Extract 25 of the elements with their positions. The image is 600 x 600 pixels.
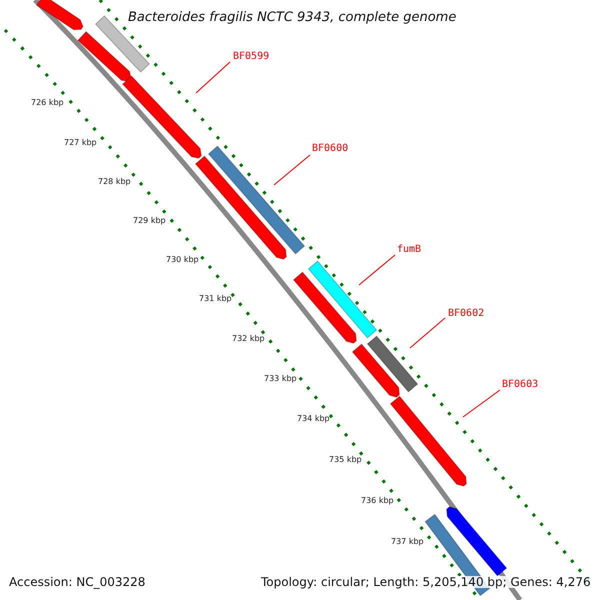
gene-label: BF0602: [448, 309, 484, 319]
scale-label: 734 kbp: [297, 415, 330, 423]
title: Bacteroides fragilis NCTC 9343, complete genome: [128, 11, 456, 24]
scale-label: 731 kbp: [199, 295, 232, 303]
leader-line: [358, 254, 396, 286]
scale-label: 728 kbp: [98, 178, 131, 186]
scale-label: 730 kbp: [166, 256, 199, 264]
scale-label: 735 kbp: [329, 456, 362, 464]
gene-label: fumB: [397, 245, 422, 255]
accession-text: Accession: NC_003228: [9, 576, 146, 588]
scale-label: 736 kbp: [361, 497, 394, 505]
gene-label: BF0603: [502, 380, 538, 390]
leader-line: [196, 62, 230, 94]
scale-label: 733 kbp: [264, 375, 297, 383]
scale-label: 727 kbp: [64, 139, 97, 147]
scale-label: 729 kbp: [133, 217, 166, 225]
gene-label: BF0600: [312, 144, 348, 154]
scale-label: 737 kbp: [391, 538, 424, 546]
leader-line: [274, 154, 310, 186]
scale-label: 726 kbp: [31, 99, 64, 107]
leader-line: [410, 318, 446, 348]
gene-label: BF0599: [233, 52, 270, 62]
scale-label: 732 kbp: [232, 335, 265, 343]
genome-info-text: Topology: circular; Length: 5,205,140 bp; Genes: 4,276: [261, 576, 591, 588]
leader-line: [462, 390, 500, 418]
